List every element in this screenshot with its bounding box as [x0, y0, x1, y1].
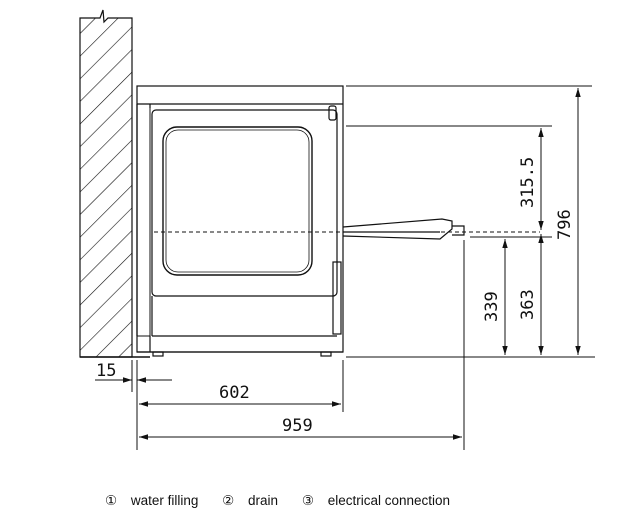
legend-item-drain: ② drain	[222, 493, 288, 508]
dim-label-height-339: 339	[482, 291, 502, 322]
legend-marker: ②	[222, 493, 235, 508]
legend-item-water-filling: ① water filling	[105, 493, 208, 508]
dim-label-height-363: 363	[518, 289, 538, 320]
legend-label: electrical connection	[327, 493, 451, 508]
legend-marker: ③	[301, 493, 314, 508]
legend-label: water filling	[130, 493, 199, 508]
dim-label-depth: 602	[219, 383, 250, 403]
legend-marker: ①	[105, 493, 118, 508]
dim-label-offset-315-5: 315.5	[518, 157, 538, 208]
dim-label-wall-gap: 15	[96, 361, 116, 381]
dim-label-height-total: 796	[555, 209, 575, 240]
dim-label-depth-door-open: 959	[282, 416, 313, 436]
legend-label: drain	[248, 493, 279, 508]
legend-item-electrical-connection: ③ electrical connection	[302, 493, 460, 508]
dishwasher-body	[136, 85, 344, 357]
door-open-profile	[342, 218, 465, 240]
connection-legend: ① water filling ② drain ③ electrical con…	[105, 493, 470, 509]
wall-hatched	[79, 9, 150, 358]
